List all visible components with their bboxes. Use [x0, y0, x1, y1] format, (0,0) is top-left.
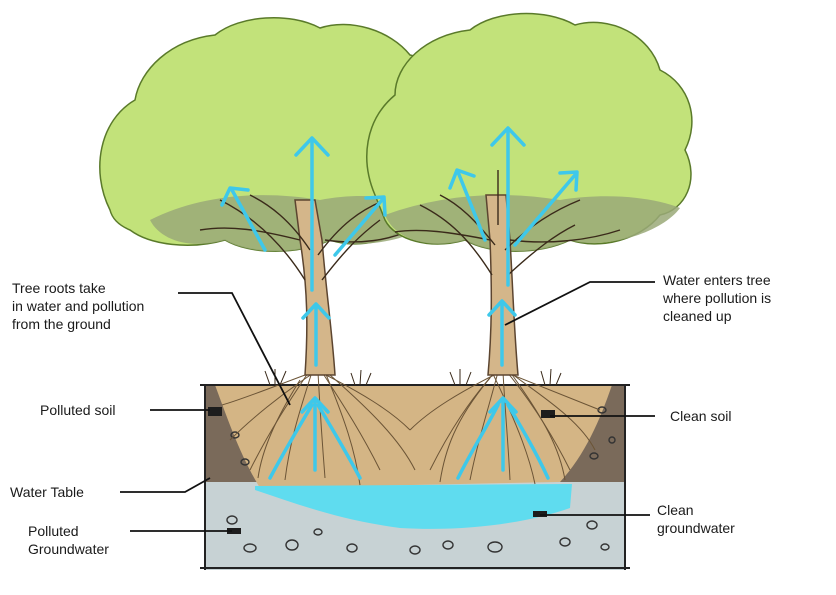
- tree-right: [366, 12, 693, 376]
- label-polluted-soil: Polluted soil: [40, 402, 116, 418]
- leader-tree-roots: [178, 292, 291, 406]
- clean-groundwater-pool: [255, 484, 572, 529]
- arrow-root-left-2: [268, 403, 314, 480]
- arrow-canopy-left-center: [294, 136, 330, 292]
- arrow-trunk-left: [301, 302, 331, 367]
- label-clean-groundwater: Clean groundwater: [657, 502, 735, 536]
- label-tree-roots-line1: Tree roots take: [12, 280, 106, 296]
- arrow-root-right-3: [506, 403, 550, 480]
- arrow-canopy-right-center: [490, 126, 526, 287]
- label-water-enters: Water enters tree where pollution is cle…: [662, 272, 771, 324]
- root-systems: [221, 369, 601, 486]
- arrow-canopy-left-right: [333, 195, 387, 257]
- label-water-table: Water Table: [10, 484, 84, 500]
- label-water-enters-line2: where pollution is: [662, 290, 771, 306]
- label-water-enters-line1: Water enters tree: [663, 272, 771, 288]
- arrow-root-left-1: [300, 396, 330, 472]
- pollution-marks: [208, 407, 555, 534]
- label-tree-roots-line3: from the ground: [12, 316, 111, 332]
- label-clean-soil: Clean soil: [670, 408, 731, 424]
- label-polluted-groundwater: Polluted Groundwater: [28, 523, 109, 557]
- label-polluted-groundwater-line1: Polluted: [28, 523, 79, 539]
- arrow-canopy-right-right: [513, 170, 579, 247]
- label-clean-groundwater-line1: Clean: [657, 502, 694, 518]
- leader-water-enters: [504, 281, 655, 326]
- label-water-enters-line3: cleaned up: [663, 308, 732, 324]
- leader-water-table: [120, 477, 211, 493]
- label-polluted-groundwater-line2: Groundwater: [28, 541, 109, 557]
- grass-tufts: [264, 368, 562, 386]
- label-tree-roots-line2: in water and pollution: [12, 298, 144, 314]
- arrow-canopy-right-left: [448, 168, 487, 242]
- label-clean-groundwater-line2: groundwater: [657, 520, 735, 536]
- leader-lines: [120, 281, 655, 532]
- ground-cross-section: [200, 384, 630, 570]
- pebbles: [226, 406, 616, 555]
- arrow-trunk-right: [487, 299, 517, 367]
- arrow-root-right-2: [456, 403, 500, 480]
- arrow-root-left-3: [316, 403, 362, 480]
- tree-left: [99, 17, 460, 376]
- arrow-root-right-1: [488, 396, 518, 472]
- arrow-canopy-left-left: [220, 186, 267, 252]
- label-tree-roots: Tree roots take in water and pollution f…: [12, 280, 144, 332]
- water-flow-arrows: [220, 126, 579, 480]
